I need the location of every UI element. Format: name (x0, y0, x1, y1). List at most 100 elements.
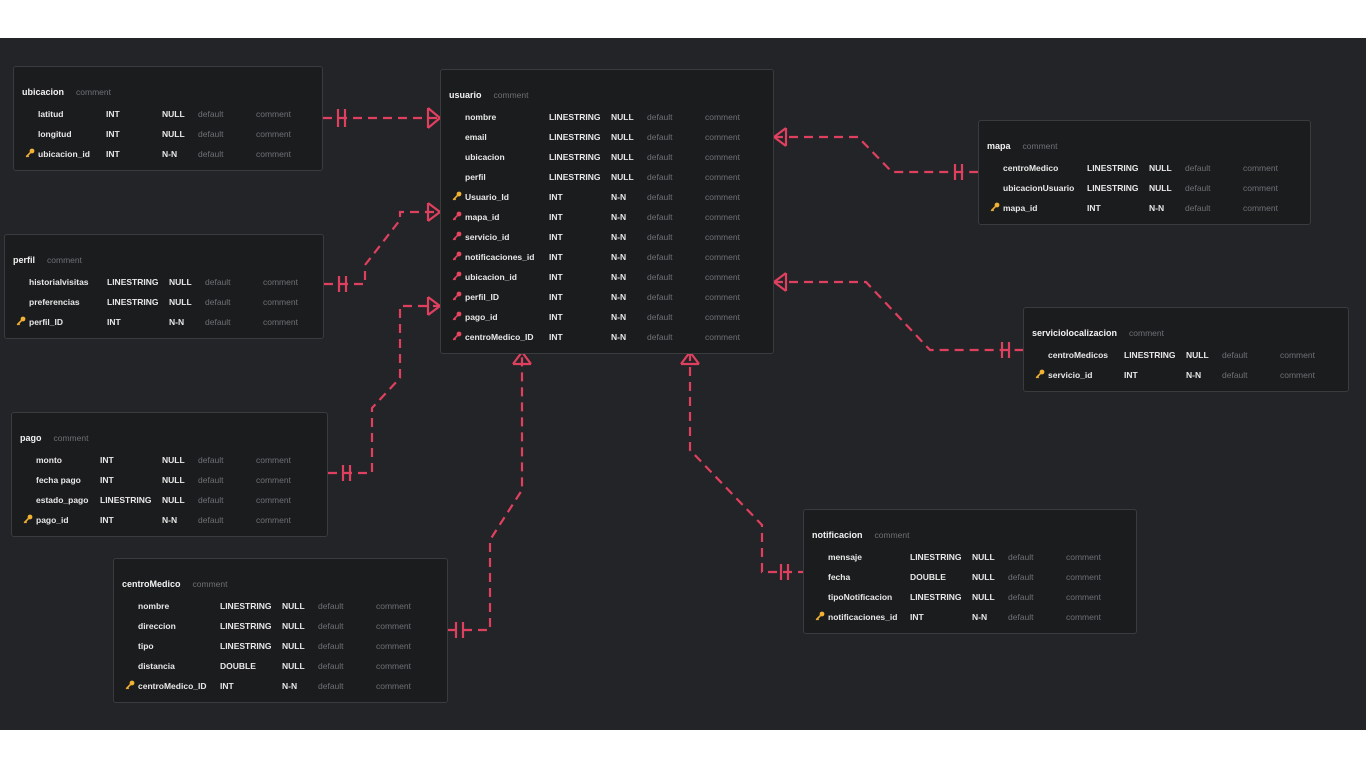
column-name: fecha (828, 572, 851, 582)
column-default: default (1185, 203, 1211, 213)
primary-key-icon (990, 202, 1000, 214)
column-name: preferencias (29, 297, 80, 307)
column-name: pago_id (36, 515, 69, 525)
column-comment: comment (256, 495, 291, 505)
column-nullable: N-N (162, 149, 178, 159)
column-nullable: N-N (162, 515, 178, 525)
table-name: centroMedico (122, 579, 181, 589)
table-name: serviciolocalizacion (1032, 328, 1118, 338)
column-type: LINESTRING (220, 601, 272, 611)
column-nullable: NULL (1149, 163, 1172, 173)
column-name: mapa_id (465, 212, 500, 222)
column-default: default (1222, 350, 1248, 360)
column-type: LINESTRING (549, 132, 601, 142)
key-slot (449, 311, 465, 323)
key-slot (13, 316, 29, 328)
column-comment: comment (263, 297, 298, 307)
column-name: distancia (138, 661, 175, 671)
column-type: LINESTRING (1087, 183, 1139, 193)
column-comment: comment (705, 272, 740, 282)
column-comment: comment (1243, 203, 1278, 213)
column-comment: comment (256, 149, 291, 159)
column-type: INT (107, 317, 121, 327)
column-comment: comment (256, 129, 291, 139)
column-type: LINESTRING (220, 621, 272, 631)
foreign-key-icon (452, 331, 462, 343)
column-default: default (198, 495, 224, 505)
table-comment: comment (1022, 141, 1058, 151)
primary-key-icon (1035, 369, 1045, 381)
column-nullable: N-N (611, 252, 627, 262)
column-nullable: N-N (611, 192, 627, 202)
column-type: INT (106, 149, 120, 159)
table-comment: comment (192, 579, 228, 589)
column-default: default (647, 152, 673, 162)
column-default: default (1008, 552, 1034, 562)
column-type: INT (549, 312, 563, 322)
column-default: default (647, 272, 673, 282)
column-default: default (318, 681, 344, 691)
column-default: default (1008, 592, 1034, 602)
column-name: centroMedico_ID (465, 332, 534, 342)
column-name: fecha pago (36, 475, 81, 485)
column-name: pago_id (465, 312, 498, 322)
column-name: Usuario_Id (465, 192, 509, 202)
column-comment: comment (1066, 592, 1101, 602)
primary-key-icon (815, 611, 825, 623)
column-default: default (198, 109, 224, 119)
column-name: servicio_id (465, 232, 510, 242)
foreign-key-icon (452, 231, 462, 243)
column-type: LINESTRING (1087, 163, 1139, 173)
column-comment: comment (705, 332, 740, 342)
column-default: default (198, 129, 224, 139)
column-default: default (647, 292, 673, 302)
column-type: INT (549, 252, 563, 262)
